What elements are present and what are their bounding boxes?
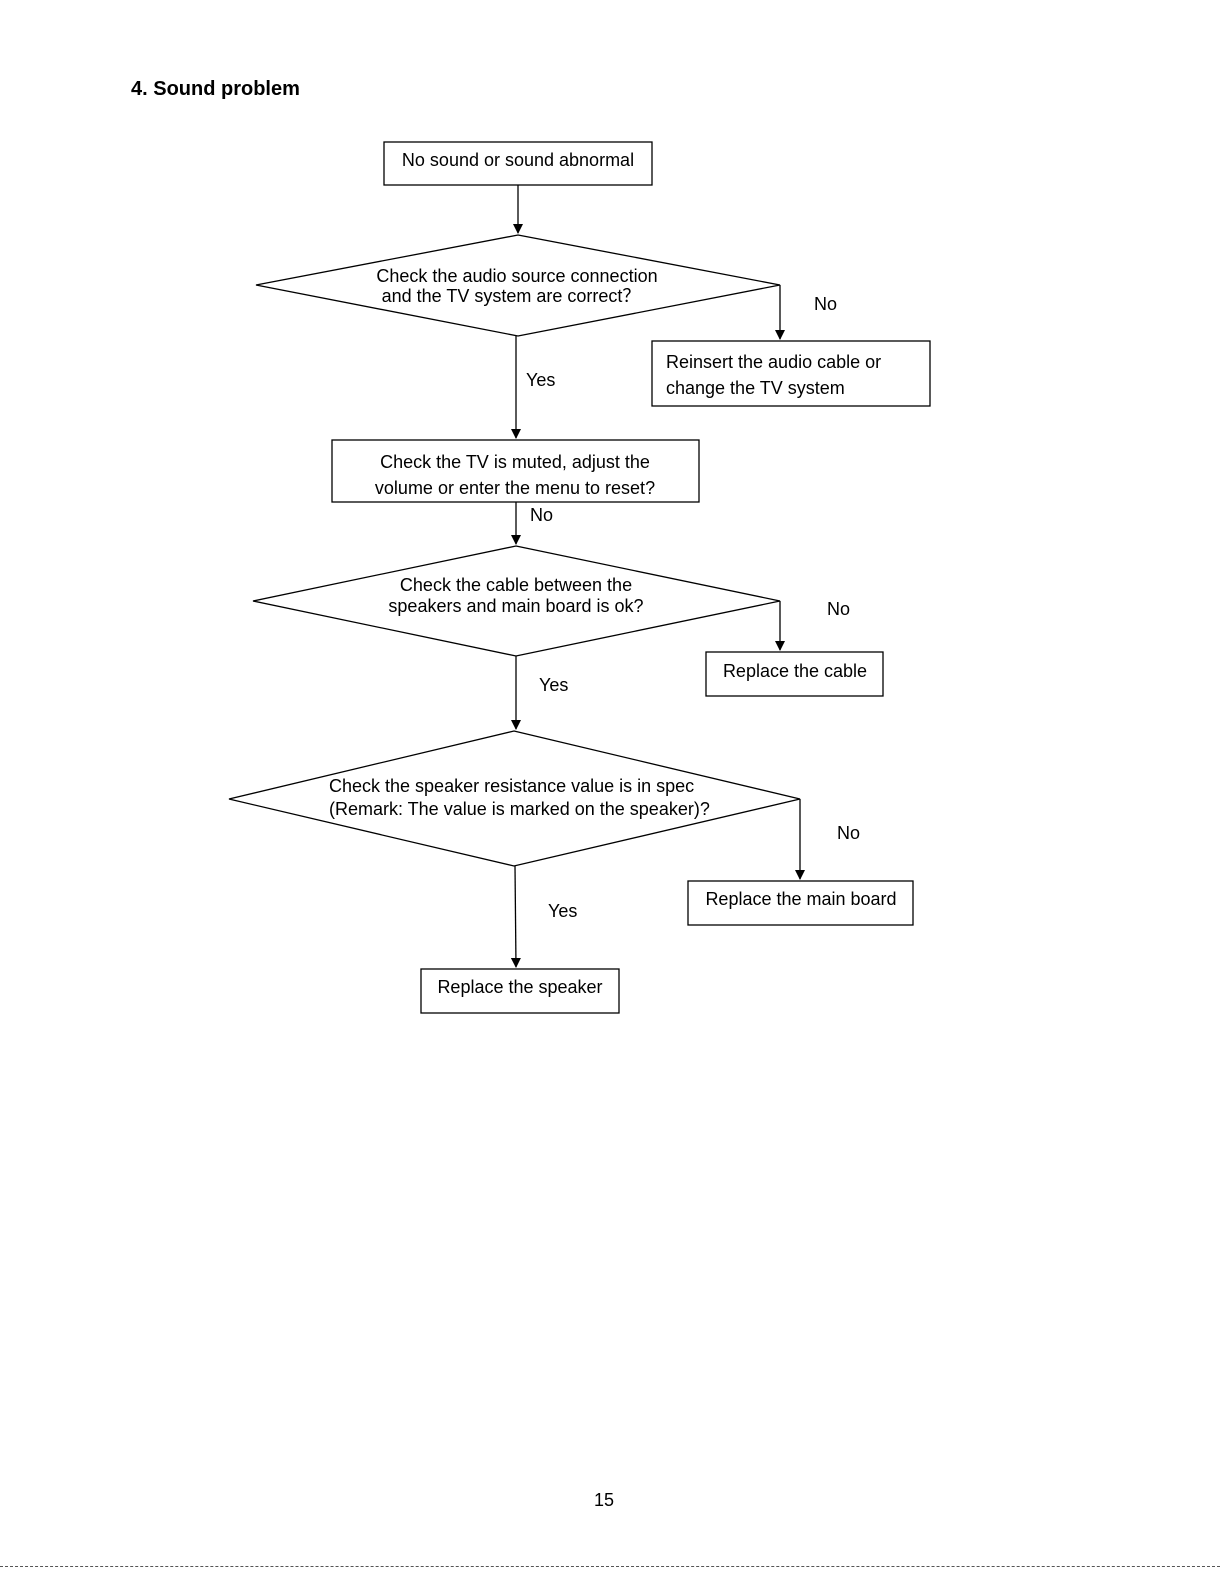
node-check-muted-line-2: volume or enter the menu to reset? [375,478,655,498]
node-replace-main-board-text: Replace the main board [705,889,896,909]
decision-resistance-line-1: Check the speaker resistance value is in… [329,776,694,796]
page-heading: 4. Sound problem [131,78,300,100]
decision-cable-line-1: Check the cable between the [400,575,632,595]
edge-resistance-no-label: No [837,823,860,843]
node-replace-cable-text: Replace the cable [723,661,867,681]
node-replace-cable: Replace the cable [705,651,884,697]
page-number: 15 [593,1490,615,1510]
footer-divider [0,1566,1220,1567]
decision-cable: Check the cable between the speakers and… [252,545,781,657]
node-replace-main-board: Replace the main board [687,880,914,926]
decision-audio-source: Check the audio source connection and th… [255,234,781,337]
edge-resistance-yes [510,865,521,968]
decision-cable-line-2: speakers and main board is ok? [388,596,643,616]
node-replace-speaker-text: Replace the speaker [437,977,602,997]
node-reinsert-line-1: Reinsert the audio cable or [666,352,881,372]
decision-speaker-resistance: Check the speaker resistance value is in… [228,730,801,867]
edge-cable-no-label: No [827,599,850,619]
edge-resistance-yes-label: Yes [548,901,577,921]
node-reinsert-audio-cable: Reinsert the audio cable or change the T… [651,340,931,407]
node-start: No sound or sound abnormal [383,141,653,186]
edge-cable-yes-label: Yes [539,675,568,695]
node-check-muted: Check the TV is muted, adjust the volume… [331,439,700,503]
node-check-muted-line-1: Check the TV is muted, adjust the [380,452,650,472]
edge-muted-no-label: No [530,505,553,525]
edge-audio-source-yes-label: Yes [526,370,555,390]
node-replace-speaker: Replace the speaker [420,968,620,1014]
node-start-text: No sound or sound abnormal [402,150,634,170]
decision-audio-source-line-2: and the TV system are correct？ [382,286,641,306]
edge-audio-source-no-label: No [814,294,837,314]
decision-resistance-line-2: (Remark: The value is marked on the spea… [329,799,710,819]
node-reinsert-line-2: change the TV system [666,378,845,398]
decision-audio-source-line-1: Check the audio source connection [376,266,657,286]
